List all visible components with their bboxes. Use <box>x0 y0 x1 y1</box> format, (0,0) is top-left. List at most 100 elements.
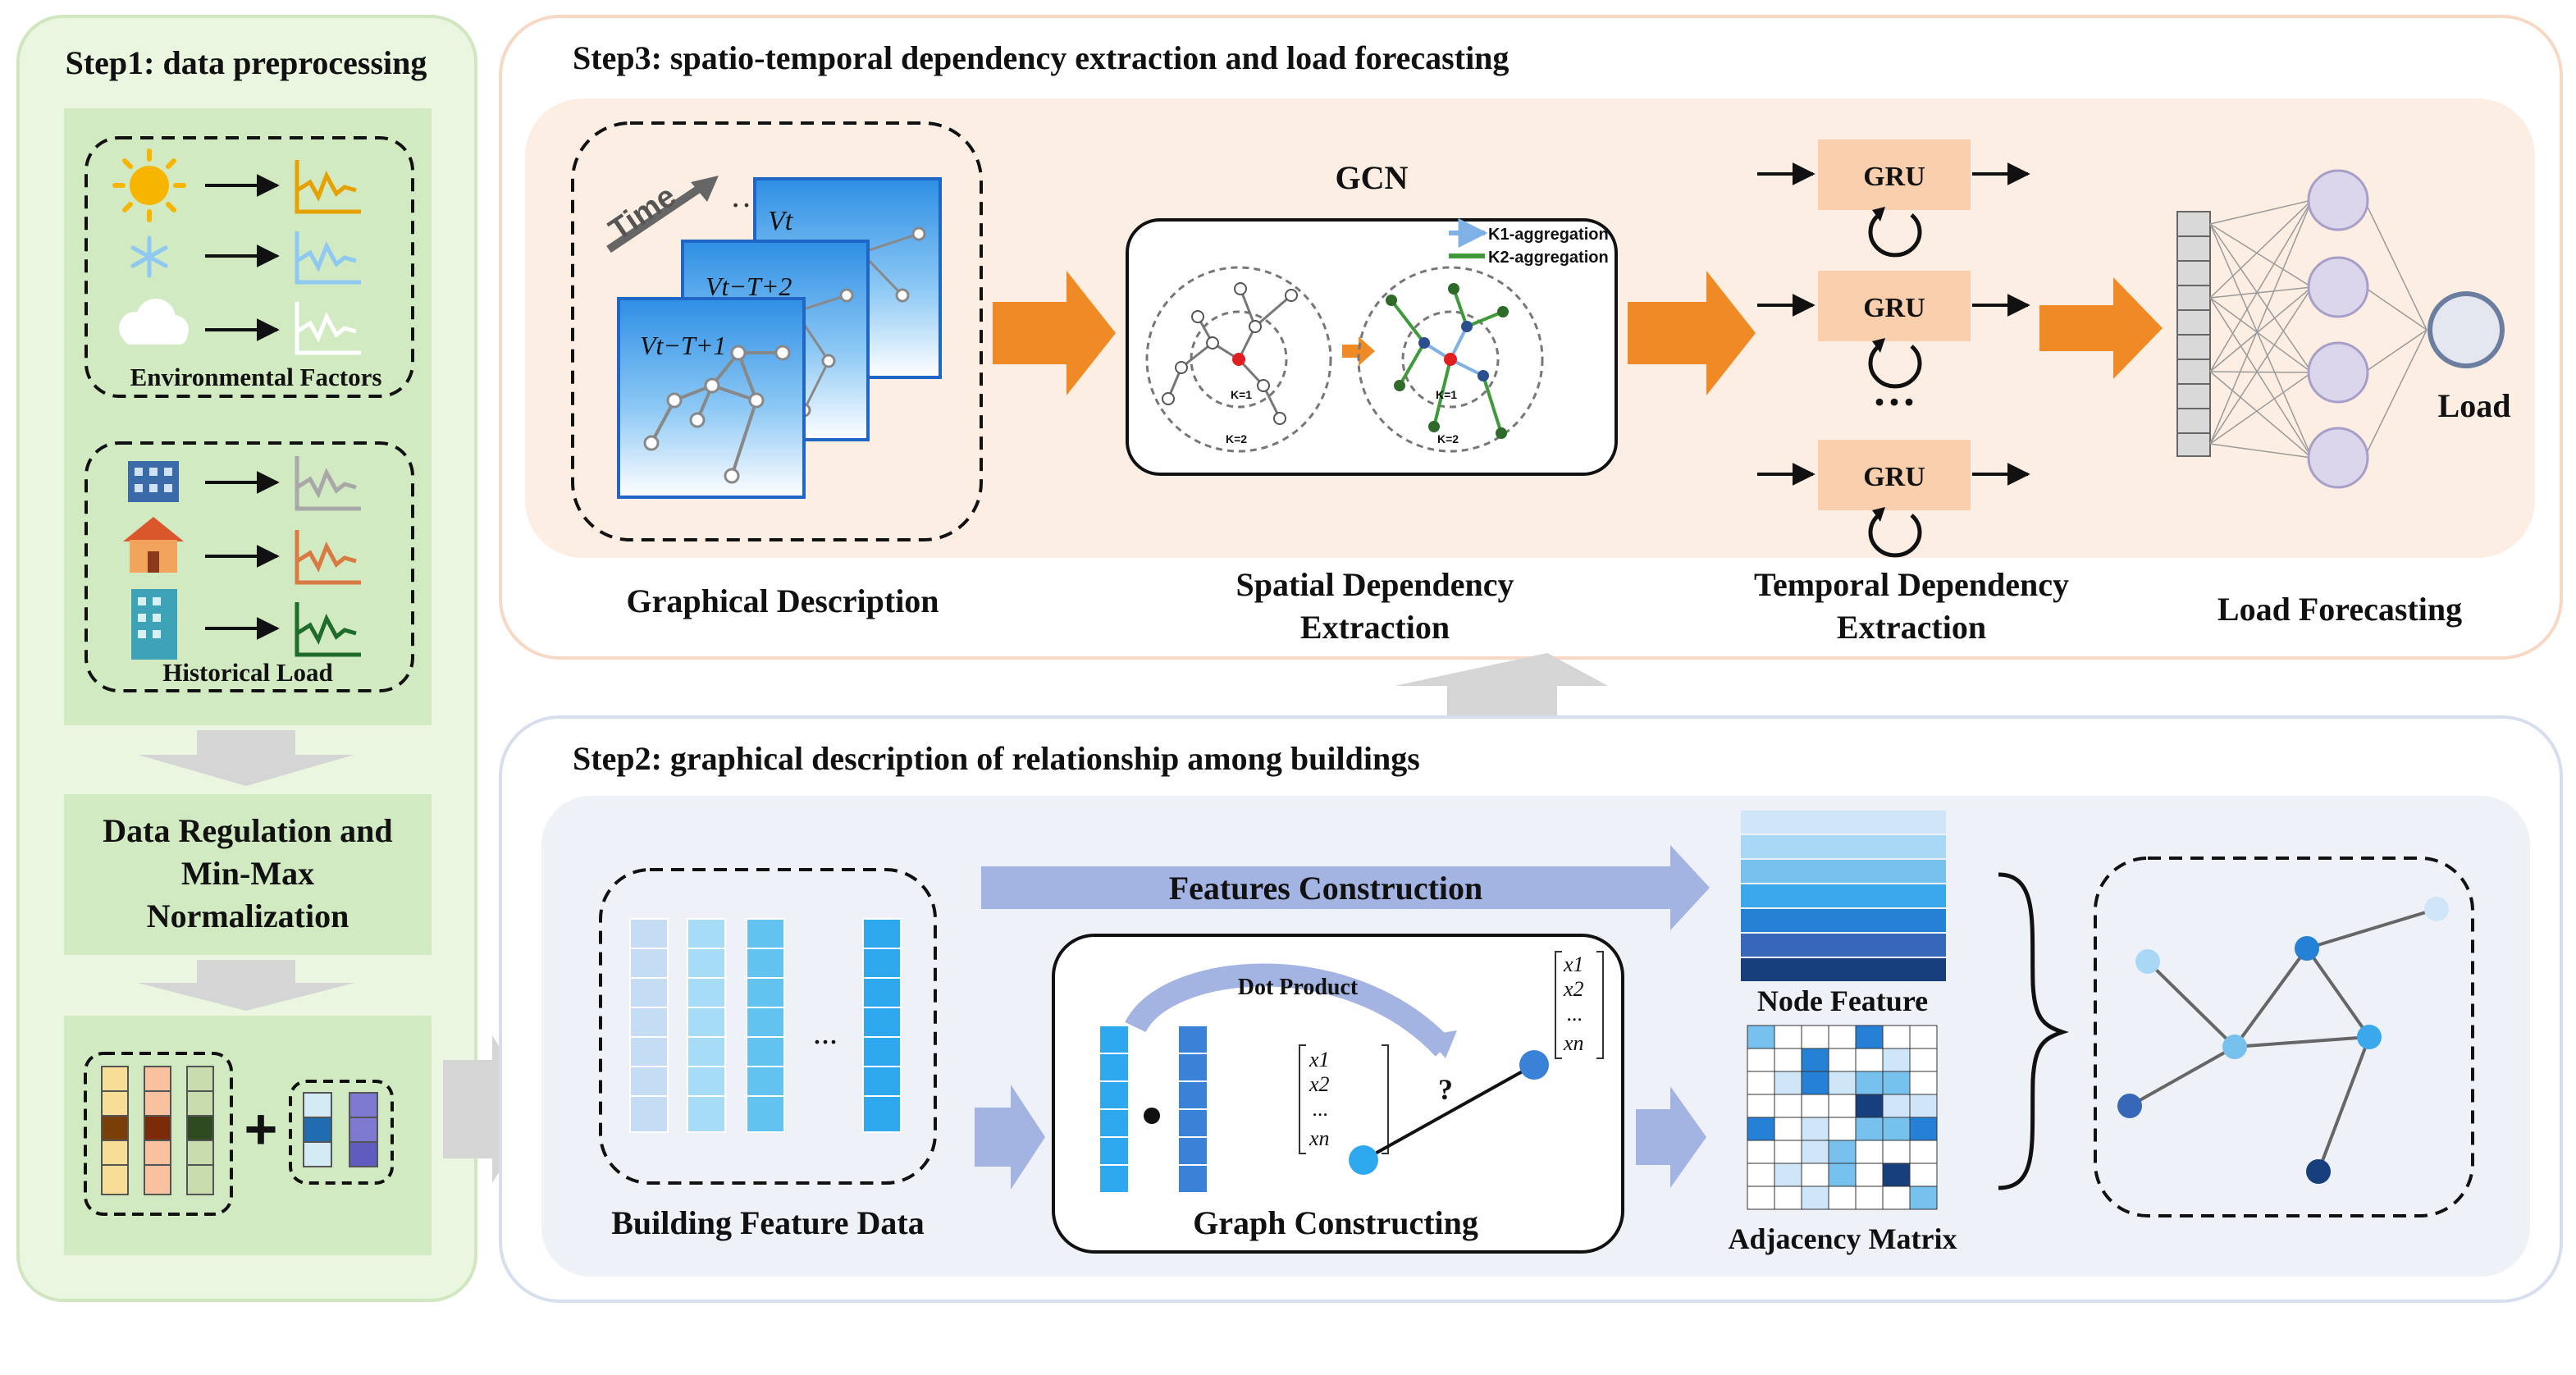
frame-t-label: Vt <box>768 206 794 236</box>
node-j <box>1519 1050 1549 1080</box>
frame-t-minus-t-plus-2-label: Vt−T+2 <box>706 272 792 301</box>
features-construction-arrow <box>981 845 1710 930</box>
caption-graphical-description: Graphical Description <box>626 582 939 619</box>
adjacency-cell <box>1747 1094 1775 1118</box>
dot-product-label: Dot Product <box>1238 975 1359 1000</box>
gru-stack: GRU GRU GRU ··· <box>1757 139 2030 558</box>
sun-icon <box>112 148 186 222</box>
normalization-line-1: Data Regulation and <box>103 812 392 849</box>
adjacency-cell <box>1774 1048 1802 1072</box>
house-icon <box>123 517 184 573</box>
frame-t-minus-t-plus-1-label: Vt−T+1 <box>640 331 726 360</box>
gru-cell-2 <box>1818 271 1971 341</box>
node-feature-matrix <box>1741 811 1946 981</box>
k2-ring-label-right: K=2 <box>1437 432 1459 445</box>
adjacency-cell <box>1801 1163 1829 1187</box>
gcn-graph-after: K=1 K=2 <box>1357 266 1544 453</box>
environmental-factors-box <box>84 136 414 398</box>
adjacency-cell <box>1882 1048 1911 1072</box>
orange-arrow-3 <box>2039 277 2163 379</box>
gcn-graph-before: K=1 K=2 <box>1145 266 1332 453</box>
hist-load-label: Historical Load <box>162 658 333 687</box>
adjacency-cell <box>1855 1048 1884 1072</box>
adjacency-cell <box>1801 1025 1829 1049</box>
plus-sign: + <box>244 1097 278 1161</box>
building-feature-label: Building Feature Data <box>611 1204 925 1241</box>
adjacency-cell <box>1774 1094 1802 1118</box>
building-relationship-graph <box>2117 897 2449 1184</box>
orange-arrow-1 <box>993 271 1116 395</box>
adjacency-cell <box>1882 1025 1911 1049</box>
vector-left-x2: x2 <box>1309 1072 1330 1096</box>
bars-ellipsis: ... <box>813 1014 838 1051</box>
adjacency-cell <box>1774 1163 1802 1187</box>
adjacency-cell <box>1882 1140 1911 1164</box>
normalized-data-columns <box>101 1066 214 1195</box>
vector-bracket-left: x1 x2 ... xn <box>1299 1044 1389 1154</box>
adjacency-cell <box>1747 1025 1775 1049</box>
adjacency-cell <box>1828 1071 1857 1095</box>
step3-title: Step3: spatio-temporal dependency extrac… <box>573 39 1509 76</box>
hist-chart-icon-1 <box>295 456 361 511</box>
hist-chart-icon-3 <box>295 602 361 657</box>
adjacency-cell <box>1828 1048 1857 1072</box>
vector-bracket-right: x1 x2 ... xn <box>1555 951 1604 1059</box>
output-neuron <box>2428 291 2505 368</box>
adjacency-cell <box>1909 1094 1938 1118</box>
adjacency-cell <box>1801 1140 1829 1164</box>
features-construction-label: Features Construction <box>1169 870 1483 907</box>
vector-left-x1: x1 <box>1309 1048 1330 1071</box>
adjacency-cell <box>1882 1117 1911 1141</box>
adjacency-cell <box>1909 1117 1938 1141</box>
orange-arrow-2 <box>1628 271 1756 395</box>
blue-arrow-right <box>1636 1086 1706 1188</box>
step2-title: Step2: graphical description of relation… <box>573 740 1420 777</box>
node-i <box>1349 1145 1378 1175</box>
step2-panel: Step2: graphical description of relation… <box>499 715 2563 1303</box>
adjacency-cell <box>1909 1140 1938 1164</box>
adjacency-cell <box>1882 1071 1911 1095</box>
adjacency-cell <box>1828 1140 1857 1164</box>
dot-operator <box>1144 1108 1160 1124</box>
adjacency-cell <box>1855 1094 1884 1118</box>
adjacency-cell <box>1801 1185 1829 1210</box>
adjacency-cell <box>1828 1185 1857 1210</box>
caption-temporal-line-2: Extraction <box>1837 609 1986 646</box>
normalization-line-2: Min-Max <box>181 855 314 892</box>
adjacency-cell <box>1774 1185 1802 1210</box>
normalization-line-3: Normalization <box>147 898 349 934</box>
down-arrow-1 <box>138 730 354 786</box>
adjacency-cell <box>1828 1163 1857 1187</box>
adjacency-cell <box>1909 1185 1938 1210</box>
adjacency-cell <box>1855 1140 1884 1164</box>
feature-vector-column <box>2176 211 2211 457</box>
building-feature-columns <box>303 1092 378 1167</box>
adjacency-cell <box>1828 1025 1857 1049</box>
caption-spatial-line-1: Spatial Dependency <box>1236 566 1514 603</box>
adjacency-cell <box>1855 1163 1884 1187</box>
gru-dots: ··· <box>1872 377 1916 427</box>
gru-label-2: GRU <box>1863 293 1925 323</box>
adjacency-cell <box>1801 1117 1829 1141</box>
curly-brace <box>1998 872 2069 1190</box>
adjacency-cell <box>1855 1071 1884 1095</box>
graph-constructing-label: Graph Constructing <box>1193 1204 1478 1241</box>
gru-cell-3 <box>1818 440 1971 510</box>
k1-ring-label: K=1 <box>1231 388 1252 401</box>
step3-panel: Step3: spatio-temporal dependency extrac… <box>499 15 2563 660</box>
gru-label-3: GRU <box>1863 462 1925 492</box>
cloud-icon <box>119 299 189 345</box>
adjacency-cell <box>1747 1163 1775 1187</box>
graph-frame-t-minus-t-plus-1: Vt−T+1 <box>617 297 806 499</box>
hist-chart-icon-2 <box>295 530 361 585</box>
k2-ring-label: K=2 <box>1226 432 1247 445</box>
gcn-label: GCN <box>1336 159 1409 196</box>
adjacency-cell <box>1855 1117 1884 1141</box>
adjacency-cell <box>1909 1163 1938 1187</box>
adjacency-cell <box>1774 1071 1802 1095</box>
vector-left-dots: ... <box>1313 1097 1329 1121</box>
adjacency-cell <box>1855 1025 1884 1049</box>
blue-arrow-left <box>975 1085 1045 1190</box>
env-chart-icon-1 <box>295 160 361 214</box>
caption-temporal-line-1: Temporal Dependency <box>1754 566 2069 603</box>
